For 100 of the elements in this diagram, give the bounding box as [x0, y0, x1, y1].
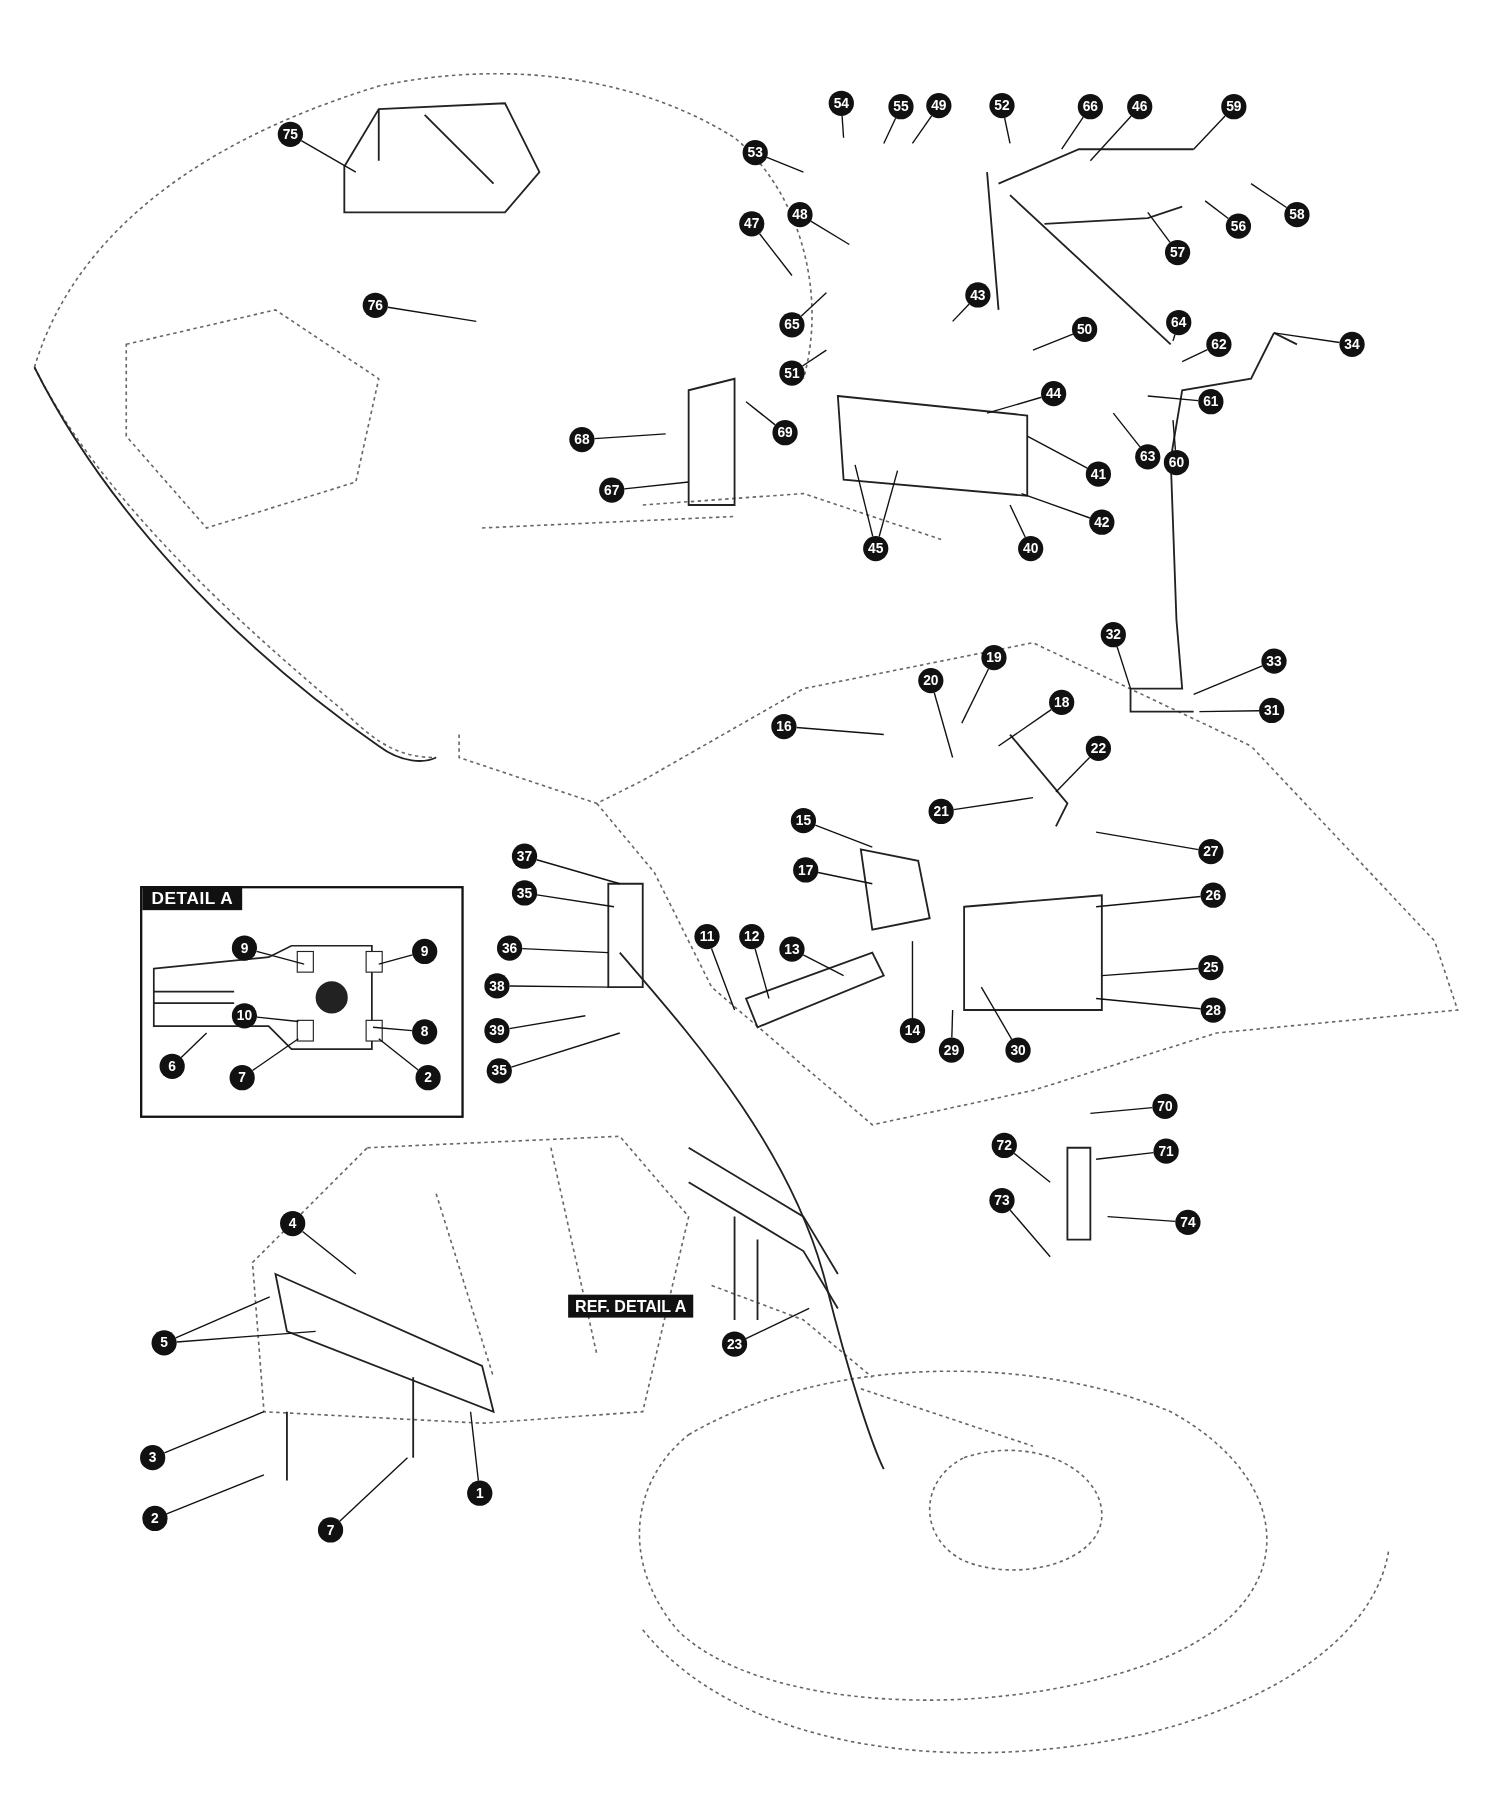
leader-line: [372, 1026, 413, 1032]
leader-line: [251, 1038, 300, 1072]
leader-line: [163, 1411, 265, 1454]
callout-number: 75: [277, 121, 303, 147]
callout-number: 32: [1100, 622, 1126, 648]
callout-number: 61: [1198, 389, 1224, 415]
callout-number: 29: [938, 1037, 965, 1063]
leader-line: [1112, 412, 1141, 448]
leader-line: [814, 824, 873, 848]
reference-label: REF. DETAIL A: [568, 1294, 694, 1318]
callout-number: 31: [1259, 697, 1285, 724]
callout-number: 71: [1153, 1138, 1179, 1164]
callout-number: 43: [965, 282, 991, 308]
leader-line: [536, 894, 615, 908]
leader-line: [754, 948, 770, 1000]
callout-number: 68: [569, 426, 595, 453]
callout-number: 37: [511, 843, 538, 869]
callout-number: 18: [1049, 689, 1075, 716]
callout-number: 42: [1089, 509, 1115, 535]
leader-line: [1003, 117, 1011, 145]
leader-line: [1192, 665, 1263, 696]
leader-line: [510, 1032, 621, 1068]
callout-number: 46: [1127, 94, 1153, 120]
callout-number: 40: [1018, 536, 1044, 562]
leader-line: [378, 954, 414, 965]
callout-number: 59: [1221, 94, 1247, 120]
callout-number: 23: [721, 1331, 748, 1357]
leader-line: [508, 985, 609, 988]
callout-number: 41: [1085, 461, 1111, 487]
callout-number: 34: [1339, 331, 1365, 357]
leader-line: [951, 1009, 954, 1039]
callout-number: 55: [888, 94, 914, 120]
leader-line: [300, 139, 357, 173]
leader-line: [1095, 895, 1202, 908]
callout-number: 67: [599, 477, 625, 503]
leader-line: [1198, 710, 1260, 713]
leader-line: [800, 292, 828, 317]
callout-number: 22: [1085, 735, 1111, 761]
callout-number: 4: [280, 1210, 306, 1237]
leader-line: [387, 306, 477, 323]
leader-line: [766, 156, 805, 173]
callout-number: 39: [484, 1018, 510, 1044]
leader-line: [378, 1038, 419, 1071]
callout-number: 5: [151, 1330, 177, 1356]
callout-number: 56: [1225, 213, 1252, 239]
callout-number: 63: [1135, 444, 1161, 470]
leader-line: [802, 954, 845, 977]
callout-number: 7: [317, 1517, 344, 1543]
callout-number: 35: [486, 1058, 512, 1084]
callout-number: 62: [1206, 331, 1232, 357]
leader-line: [986, 396, 1043, 414]
callout-number: 13: [779, 936, 805, 962]
callout-number: 26: [1200, 882, 1226, 908]
leader-line: [1089, 1106, 1154, 1114]
callout-number: 53: [742, 140, 768, 166]
leader-line: [1172, 333, 1176, 342]
leader-line: [1020, 492, 1091, 519]
leader-line: [1172, 419, 1177, 451]
leader-line: [878, 469, 899, 538]
leader-line: [801, 349, 828, 367]
leader-line: [810, 220, 851, 246]
leader-line: [1101, 967, 1199, 977]
leader-line: [795, 726, 885, 736]
callout-number: 9: [231, 935, 258, 961]
leader-line: [1106, 1215, 1176, 1223]
leader-line: [521, 947, 609, 954]
callout-number: 17: [793, 857, 819, 883]
callout-number: 15: [790, 808, 817, 834]
leader-line: [1061, 116, 1084, 150]
leader-line: [745, 401, 776, 426]
callout-number: 10: [231, 1003, 258, 1029]
leader-line: [854, 464, 874, 538]
callout-number: 70: [1152, 1093, 1178, 1120]
callout-number: 30: [1005, 1037, 1031, 1063]
leader-line: [1095, 997, 1202, 1010]
callout-number: 57: [1164, 239, 1191, 266]
leader-line: [256, 1016, 300, 1023]
callout-number: 44: [1041, 381, 1067, 407]
leader-line: [951, 303, 970, 323]
callout-number: 45: [863, 536, 889, 562]
callout-number: 20: [918, 668, 944, 694]
leader-line: [1095, 1152, 1155, 1160]
callout-number: 28: [1200, 997, 1226, 1023]
leader-line: [1013, 1152, 1051, 1183]
callout-number: 65: [779, 312, 805, 338]
leader-line: [1181, 349, 1209, 363]
callout-number: 33: [1261, 648, 1287, 674]
callout-number: 8: [412, 1019, 438, 1045]
leader-line: [593, 433, 667, 440]
callout-number: 60: [1163, 449, 1190, 476]
callout-number: 9: [412, 938, 438, 965]
leader-line: [623, 481, 690, 490]
callout-number: 16: [771, 713, 797, 740]
callout-number: 35: [511, 880, 538, 906]
leader-line: [1032, 333, 1074, 351]
detail-heading: DETAIL A: [142, 886, 243, 911]
leader-line: [758, 233, 793, 277]
callout-number: 6: [159, 1053, 185, 1079]
callout-number: 73: [989, 1187, 1015, 1214]
leader-line: [817, 871, 873, 885]
